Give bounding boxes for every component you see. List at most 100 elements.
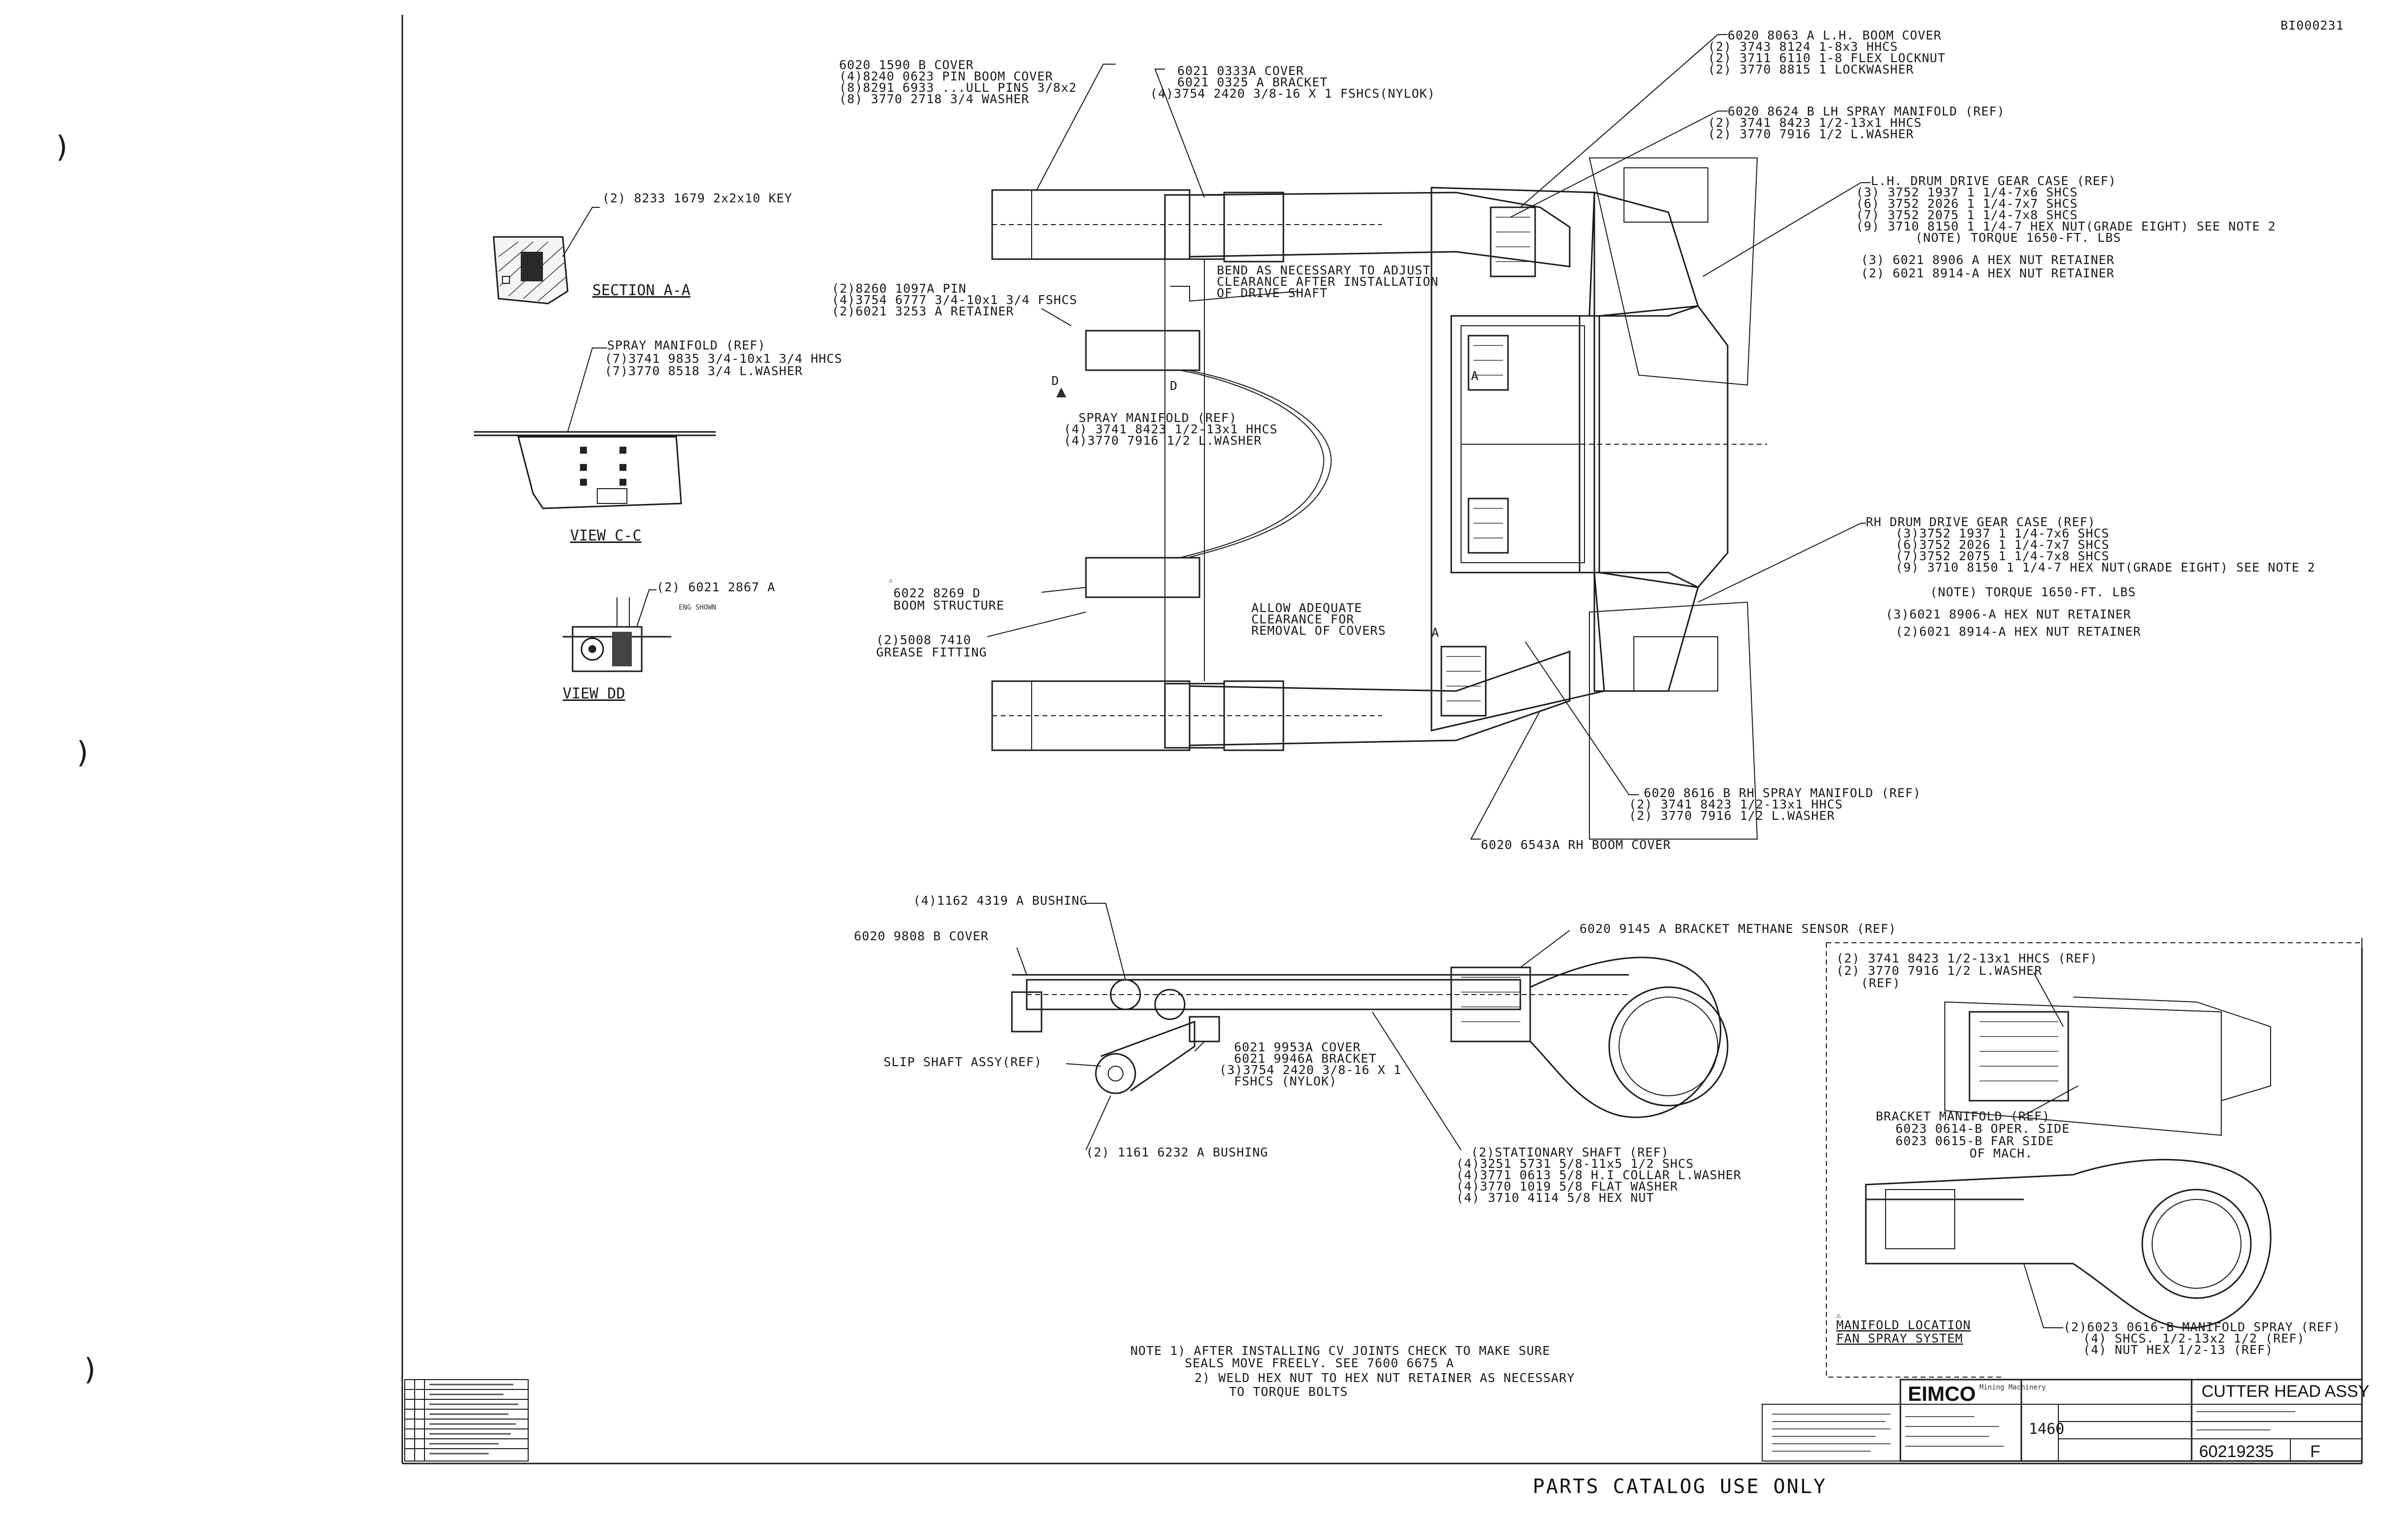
view-dd-part: (2) 6021 2867 A (657, 580, 775, 594)
svg-text:(2) 6021 8914-A HEX NUT RETAIN: (2) 6021 8914-A HEX NUT RETAINER (1861, 266, 2115, 280)
callout-rh-spray-manifold: 6020 8616 B RH SPRAY MANIFOLD (REF) (2) … (1629, 786, 1921, 823)
svg-text:(6)3752 2026 1 1/4-7x7 SHCS: (6)3752 2026 1 1/4-7x7 SHCS (1895, 538, 2109, 552)
margin-mark: ) (53, 130, 71, 164)
svg-text:(3) 6021 8906 A HEX NUT RETAIN: (3) 6021 8906 A HEX NUT RETAINER (1861, 253, 2115, 267)
callout-cover-a: 6020 1590 B COVER (4)8240 0623 PIN BOOM … (839, 58, 1077, 106)
svg-text:D: D (1051, 374, 1059, 388)
svg-text:GREASE FITTING: GREASE FITTING (876, 645, 987, 659)
callout-bend-note: BEND AS NECESSARY TO ADJUST CLEARANCE AF… (1217, 263, 1438, 300)
svg-text:FAN SPRAY SYSTEM: FAN SPRAY SYSTEM (1836, 1331, 1963, 1346)
svg-text:SPRAY MANIFOLD (REF): SPRAY MANIFOLD (REF) (1079, 411, 1237, 425)
svg-text:(4) 3741 8423 1/2-13x1 HHCS: (4) 3741 8423 1/2-13x1 HHCS (1064, 422, 1277, 436)
svg-text:⚠: ⚠ (1836, 1310, 1841, 1320)
view-dd-title: VIEW DD (563, 685, 625, 702)
svg-text:A: A (1471, 369, 1479, 383)
svg-text:(2) 3741 8423 1/2-13x1 HHCS: (2) 3741 8423 1/2-13x1 HHCS (1629, 797, 1843, 811)
revision-letter: F (2310, 1442, 2320, 1461)
svg-text:(4)3770 7916 1/2 L.WASHER: (4)3770 7916 1/2 L.WASHER (1064, 433, 1262, 448)
callout-cover-9953: 6021 9953A COVER 6021 9946A BRACKET (3)3… (1219, 1040, 1401, 1088)
callout-rh-boom-cover: 6020 6543A RH BOOM COVER (1481, 838, 1671, 852)
revision-block (404, 1379, 529, 1462)
view-cc-line2: (7)3770 8518 3/4 L.WASHER (605, 364, 803, 378)
section-aa-view: (2) 8233 1679 2x2x10 KEY SECTION A-A (493, 191, 792, 305)
svg-text:(2) 3743 8124 1-8x3 HHCS: (2) 3743 8124 1-8x3 HHCS (1708, 39, 1898, 54)
svg-text:6020 8063 A L.H. BOOM COVER: 6020 8063 A L.H. BOOM COVER (1728, 28, 1941, 42)
svg-text:(8) 3770 2718 3/4 WASHER: (8) 3770 2718 3/4 WASHER (839, 92, 1029, 106)
cutter-head-side-view (1011, 903, 1729, 1151)
margin-mark: ) (74, 735, 92, 770)
svg-text:6023 0615-B FAR SIDE: 6023 0615-B FAR SIDE (1895, 1134, 2054, 1148)
callout-lh-drum-gear-case: L.H. DRUM DRIVE GEAR CASE (REF) (3) 3752… (1856, 174, 2276, 280)
svg-text:TO TORQUE BOLTS: TO TORQUE BOLTS (1229, 1385, 1348, 1399)
view-dd: (2) 6021 2867 A ENG SHOWN VIEW DD (563, 580, 775, 702)
callout-cover-b: 6021 0333A COVER 6021 0325 A BRACKET (4)… (1150, 64, 1435, 101)
inset-hhcs: (2) 3741 8423 1/2-13x1 HHCS (REF) (1836, 951, 2098, 965)
model-number: 1460 (2029, 1421, 2064, 1438)
callout-bushing-bottom: (2) 1161 6232 A BUSHING (1086, 1145, 1268, 1159)
footer-notice: PARTS CATALOG USE ONLY (1533, 1475, 1827, 1498)
section-aa-title: SECTION A-A (592, 282, 691, 299)
svg-text:(2) 3741 8423 1/2-13x1 HHCS: (2) 3741 8423 1/2-13x1 HHCS (1708, 116, 1922, 130)
svg-text:(4)3251 5731 5/8-11x5 1/2 SH: (4)3251 5731 5/8-11x5 1/2 SHCS (1456, 1156, 1694, 1171)
svg-text:(2)5008 7410: (2)5008 7410 (876, 633, 971, 647)
callout-rh-drum-gear-case: RH DRUM DRIVE GEAR CASE (REF) (3)3752 19… (1866, 515, 2316, 639)
svg-text:(9) 3710 8150 1 1/4-7 HEX NU: (9) 3710 8150 1 1/4-7 HEX NUT(GRADE EIGH… (1856, 219, 2276, 233)
inset-ref: (REF) (1861, 976, 1900, 990)
view-cc-line1: (7)3741 9835 3/4-10x1 3/4 HHCS (605, 351, 843, 366)
svg-text:BEND AS NECESSARY TO ADJUST: BEND AS NECESSARY TO ADJUST (1217, 263, 1430, 277)
svg-text:6022 8269 D: 6022 8269 D (893, 586, 981, 600)
callout-stationary-shaft: (2)STATIONARY SHAFT (REF) (4)3251 5731 5… (1456, 1145, 1741, 1205)
svg-text:MANIFOLD LOCATION: MANIFOLD LOCATION (1836, 1318, 1971, 1332)
svg-text:A: A (1431, 625, 1439, 640)
svg-text:(2) 3711 6110 1-8 FLEX LOCK: (2) 3711 6110 1-8 FLEX LOCKNUT (1708, 51, 1946, 65)
svg-text:OF MACH.: OF MACH. (1970, 1146, 2033, 1160)
svg-text:(2)STATIONARY SHAFT (REF): (2)STATIONARY SHAFT (REF) (1471, 1145, 1669, 1159)
svg-text:Mining Machinery: Mining Machinery (1979, 1384, 2046, 1391)
svg-text:RH DRUM DRIVE GEAR CASE (REF): RH DRUM DRIVE GEAR CASE (REF) (1866, 515, 2096, 529)
svg-text:(4)3771 0613 5/8 H.I COLLAR: (4)3771 0613 5/8 H.I COLLAR L.WASHER (1456, 1168, 1741, 1182)
svg-text:(4) SHCS. 1/2-13x2 1/2 (REF): (4) SHCS. 1/2-13x2 1/2 (REF) (2083, 1331, 2305, 1346)
svg-text:CLEARANCE AFTER INSTALLATION: CLEARANCE AFTER INSTALLATION (1217, 274, 1438, 289)
svg-text:NOTE 1) AFTER INSTALLING CV: NOTE 1) AFTER INSTALLING CV JOINTS CHECK… (1130, 1344, 1550, 1358)
svg-text:(3)3752 1937 1 1/4-7x6 SHCS: (3)3752 1937 1 1/4-7x6 SHCS (1895, 526, 2109, 540)
eimco-logo: EIMCO (1908, 1382, 1976, 1405)
svg-text:(2)6023 0616-B MANIFOLD SPRAY: (2)6023 0616-B MANIFOLD SPRAY (REF) (2063, 1320, 2341, 1334)
callout-boom-structure: ⚠ 6022 8269 D BOOM STRUCTURE (888, 577, 1004, 613)
callout-bushing-top: (4)1162 4319 A BUSHING (913, 893, 1087, 908)
callout-cover-9808: 6020 9808 B COVER (854, 929, 989, 943)
general-notes: NOTE 1) AFTER INSTALLING CV JOINTS CHECK… (1130, 1344, 1575, 1399)
svg-text:(4)3754 2420 3/8-16 X 1 FSHC: (4)3754 2420 3/8-16 X 1 FSHCS(NYLOK) (1150, 86, 1435, 101)
svg-text:FSHCS (NYLOK): FSHCS (NYLOK) (1234, 1074, 1337, 1088)
svg-text:6020 8624 B LH SPRAY MANIFOLD: 6020 8624 B LH SPRAY MANIFOLD (REF) (1728, 104, 2005, 118)
drawing-code: BI000231 (2280, 18, 2344, 33)
svg-text:(2) 3770 8815 1 LOCKWASHER: (2) 3770 8815 1 LOCKWASHER (1708, 62, 1914, 77)
svg-text:(NOTE) TORQUE 1650-FT. LBS: (NOTE) TORQUE 1650-FT. LBS (1915, 231, 2121, 245)
callout-slip-shaft: SLIP SHAFT ASSY(REF) (884, 1055, 1042, 1069)
svg-text:6021 9946A BRACKET: 6021 9946A BRACKET (1234, 1051, 1377, 1066)
callout-lh-boom-cover: 6020 8063 A L.H. BOOM COVER (2) 3743 812… (1708, 28, 1946, 77)
svg-text:(4)8240 0623 PIN BOOM COVER: (4)8240 0623 PIN BOOM COVER (839, 69, 1053, 83)
section-aa-key-label: (2) 8233 1679 2x2x10 KEY (602, 191, 792, 205)
svg-text:(4)3754 6777 3/4-10x1 3/4 FSH: (4)3754 6777 3/4-10x1 3/4 FSHCS (832, 293, 1078, 307)
svg-text:6021 0333A COVER: 6021 0333A COVER (1177, 64, 1304, 78)
svg-text:6021 0325 A BRACKET: 6021 0325 A BRACKET (1177, 75, 1328, 89)
svg-text:OF DRIVE SHAFT: OF DRIVE SHAFT (1217, 286, 1328, 300)
svg-text:(2) 3770 7916 1/2 L.WASHER: (2) 3770 7916 1/2 L.WASHER (1629, 808, 1835, 823)
callout-pin: (2)8260 1097A PIN (4)3754 6777 3/4-10x1 … (832, 281, 1078, 318)
callout-lh-spray-manifold: 6020 8624 B LH SPRAY MANIFOLD (REF) (2) … (1708, 104, 2005, 141)
manifold-location-inset (1826, 942, 2362, 1378)
svg-text:(2)6021 3253 A RETAINER: (2)6021 3253 A RETAINER (832, 304, 1014, 318)
svg-text:2) WELD HEX NUT TO HEX NUT RE: 2) WELD HEX NUT TO HEX NUT RETAINER AS N… (1195, 1371, 1575, 1385)
svg-text:6023 0614-B OPER. SIDE: 6023 0614-B OPER. SIDE (1895, 1121, 2070, 1136)
svg-text:(7) 3752 2075 1 1/4-7x8 SHCS: (7) 3752 2075 1 1/4-7x8 SHCS (1856, 208, 2078, 222)
view-cc-title: VIEW C-C (570, 527, 642, 544)
svg-text:CLEARANCE FOR: CLEARANCE FOR (1251, 612, 1354, 626)
drawing-border (401, 15, 2363, 1464)
svg-text:ALLOW ADEQUATE: ALLOW ADEQUATE (1251, 601, 1362, 615)
drawing-number: 60219235 (2199, 1442, 2274, 1461)
margin-mark: ) (81, 1352, 99, 1387)
svg-text:ENG SHOWN: ENG SHOWN (679, 604, 716, 612)
svg-text:(9) 3710 8150 1 1/4-7 HEX NUT: (9) 3710 8150 1 1/4-7 HEX NUT(GRADE EIGH… (1895, 560, 2316, 575)
